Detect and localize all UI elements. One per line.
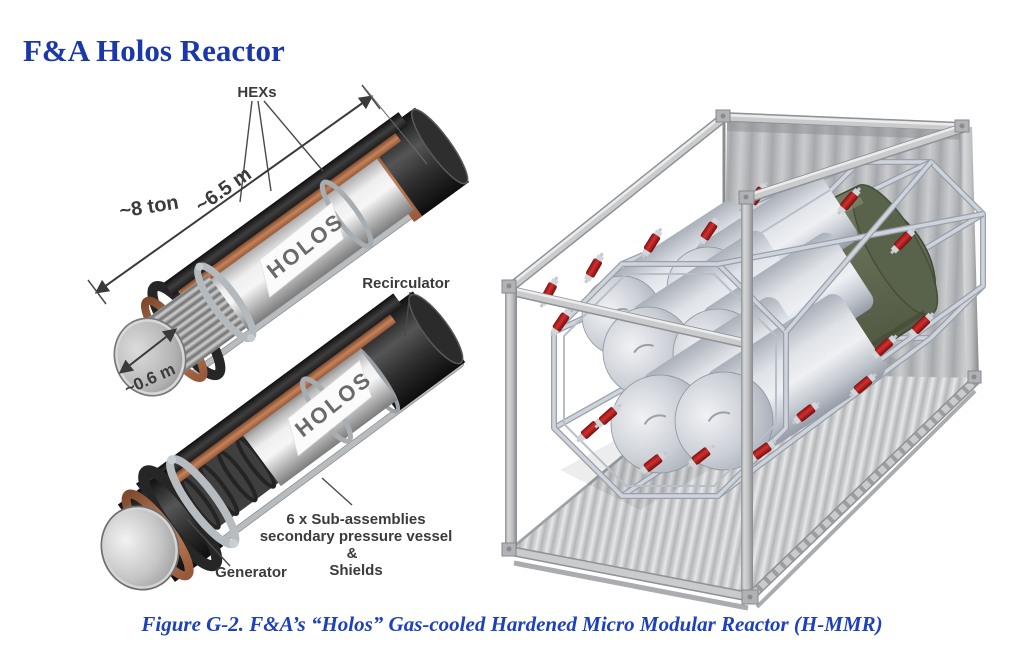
reactor-module-bottom: HOLOS	[117, 291, 466, 582]
recirculator-label: Recirculator	[362, 275, 450, 292]
reactor-cutaway-figure: HOLOS HOLOS	[87, 84, 470, 591]
page-title: F&A Holos Reactor	[23, 33, 285, 68]
subassemblies-label-4: Shields	[329, 562, 382, 579]
outer-shell-cutaway	[136, 293, 403, 497]
length-label: ~6.5 m	[192, 163, 256, 217]
hexs-label: HEXs	[237, 84, 276, 101]
corner-post-rear-right	[959, 127, 979, 378]
shock-dampers	[539, 181, 935, 475]
corner-post-front-left	[505, 287, 517, 552]
corner-post-front-right	[741, 197, 753, 598]
front-face-bottom-module	[102, 507, 178, 589]
container-frame-front	[501, 109, 982, 611]
subassemblies-label-2: secondary pressure vessel	[260, 528, 453, 545]
copper-lining	[150, 314, 397, 500]
corner-fittings	[501, 109, 982, 605]
figure-caption: Figure G-2. F&A’s “Holos” Gas-cooled Har…	[141, 612, 883, 636]
containerized-reactor-figure	[501, 109, 986, 611]
diameter-dimension-arrow	[118, 328, 178, 374]
weight-label: ~8 ton	[118, 192, 180, 223]
length-dimension-arrow	[94, 95, 374, 294]
brand-label-plate	[287, 359, 372, 457]
subassemblies-label-1: 6 x Sub-assemblies	[286, 511, 425, 528]
generator-label: Generator	[215, 564, 287, 581]
subassemblies-label-3: &	[347, 545, 358, 562]
